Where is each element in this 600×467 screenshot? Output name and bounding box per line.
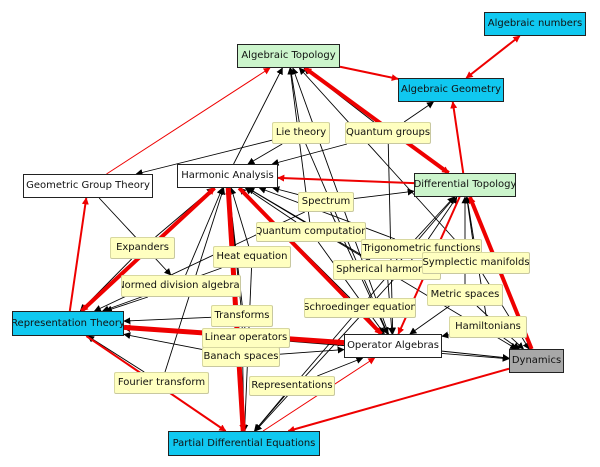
node-label: Quantum computation: [256, 226, 366, 237]
node-algebraic-geometry[interactable]: Algebraic Geometry: [398, 78, 504, 102]
node-label: Representations: [251, 380, 333, 391]
edge-symplectic-manifolds-to-algebraic-topology: [298, 67, 467, 253]
edge-representations-to-operator-algebras: [317, 357, 364, 377]
edge-transforms-to-representation-theory: [123, 316, 212, 325]
edge-heat-equation-to-harmonic-analysis: [229, 187, 250, 247]
edge-normed-division-algebras-to-representation-theory: [105, 296, 148, 313]
edge-banach-spaces-to-representation-theory: [123, 332, 203, 350]
node-label: Algebraic numbers: [487, 18, 583, 29]
node-expanders[interactable]: Expanders: [110, 237, 175, 259]
node-label: Harmonic Analysis: [181, 170, 274, 181]
node-algebraic-topology[interactable]: Algebraic Topology: [237, 44, 340, 68]
node-label: Partial Differential Equations: [172, 437, 316, 449]
edge-lie-theory-to-algebraic-topology: [288, 67, 300, 123]
edge-normed-division-algebras-to-harmonic-analysis: [185, 187, 224, 276]
edge-spectrum-to-differential-topology: [353, 188, 415, 200]
node-differential-topology[interactable]: Differential Topology: [414, 173, 516, 197]
node-label: Banach spaces: [203, 351, 279, 362]
node-label: Algebraic Geometry: [400, 84, 502, 95]
edge-banach-spaces-to-operator-algebras: [279, 346, 345, 355]
node-banach-spaces[interactable]: Banach spaces: [202, 347, 280, 367]
node-label: Operator Algebras: [347, 340, 439, 351]
node-dynamics[interactable]: Dynamics: [509, 349, 564, 373]
edge-quantum-groups-to-algebraic-geometry: [403, 101, 434, 123]
edge-metric-spaces-to-operator-algebras: [409, 305, 450, 335]
node-label: Normed division algebras: [121, 280, 241, 291]
edge-quantum-computation-to-operator-algebras: [317, 241, 385, 335]
edge-differential-topology-to-algebraic-geometry: [450, 101, 465, 174]
edge-quantum-groups-to-harmonic-analysis: [271, 143, 348, 166]
node-label: Differential Topology: [414, 179, 516, 190]
node-label: Dynamics: [511, 355, 562, 366]
edge-algebraic-topology-to-differential-topology: [304, 67, 450, 174]
node-geometric-group-theory[interactable]: Geometric Group Theory: [23, 174, 153, 198]
edge-fourier-transform-to-representation-theory: [87, 335, 145, 373]
node-heat-equation[interactable]: Heat equation: [213, 246, 291, 268]
node-label: Geometric Group Theory: [26, 180, 150, 191]
node-label: Lie theory: [275, 127, 327, 138]
node-normed-division-algebras[interactable]: Normed division algebras: [121, 275, 241, 297]
edge-lie-theory-to-geometric-group-theory: [135, 139, 273, 176]
node-label: Expanders: [116, 242, 169, 253]
edge-lie-theory-to-harmonic-analysis: [247, 143, 283, 165]
edge-spectrum-to-harmonic-analysis: [272, 186, 299, 196]
node-metric-spaces[interactable]: Metric spaces: [427, 284, 503, 306]
edge-algebraic-numbers-to-algebraic-geometry: [465, 35, 521, 79]
node-label: Heat equation: [216, 251, 288, 262]
node-label: Spherical harmonics: [336, 264, 438, 275]
edge-algebraic-topology-to-algebraic-geometry: [339, 65, 399, 82]
node-label: Linear operators: [204, 332, 288, 343]
node-label: Trigonometric functions: [362, 243, 481, 254]
node-quantum-computation[interactable]: Quantum computation: [256, 222, 366, 242]
node-harmonic-analysis[interactable]: Harmonic Analysis: [177, 164, 278, 188]
node-label: Representation Theory: [12, 317, 124, 329]
node-spectrum[interactable]: Spectrum: [298, 192, 354, 212]
edge-representation-theory-to-geometric-group-theory: [68, 197, 89, 312]
edge-geometric-group-theory-to-algebraic-topology: [106, 67, 271, 175]
edge-trigonometric-functions-to-harmonic-analysis: [258, 186, 396, 240]
node-quantum-groups[interactable]: Quantum groups: [345, 122, 431, 144]
node-lie-theory[interactable]: Lie theory: [272, 122, 330, 144]
edge-operator-algebras-to-dynamics: [441, 350, 510, 361]
node-operator-algebras[interactable]: Operator Algebras: [344, 334, 442, 358]
node-label: Metric spaces: [430, 289, 500, 300]
node-label: Schroedinger equation: [304, 302, 416, 313]
edge-representations-to-partial-differential-equations: [253, 395, 284, 432]
edge-trigonometric-functions-to-differential-topology: [427, 196, 458, 240]
edge-schroedinger-equation-to-partial-differential-equations: [254, 317, 352, 432]
node-label: Transforms: [214, 310, 270, 321]
node-label: Algebraic Topology: [241, 50, 336, 61]
node-partial-differential-equations[interactable]: Partial Differential Equations: [168, 431, 320, 456]
edge-harmonic-analysis-to-algebraic-topology: [233, 67, 283, 165]
node-label: Hamiltonians: [455, 321, 521, 332]
node-representation-theory[interactable]: Representation Theory: [12, 311, 124, 336]
node-transforms[interactable]: Transforms: [211, 305, 273, 327]
node-representations[interactable]: Representations: [249, 376, 335, 396]
node-schroedinger-equation[interactable]: Schroedinger equation: [304, 298, 416, 318]
node-label: Quantum groups: [345, 127, 431, 138]
node-symplectic-manifolds[interactable]: Symplectic manifolds: [422, 252, 530, 274]
edge-dynamics-to-partial-differential-equations: [287, 367, 510, 433]
node-label: Fourier transform: [117, 377, 206, 388]
node-label: Symplectic manifolds: [422, 257, 530, 268]
edge-differential-topology-to-harmonic-analysis: [277, 174, 415, 185]
node-fourier-transform[interactable]: Fourier transform: [114, 372, 209, 394]
node-linear-operators[interactable]: Linear operators: [202, 328, 290, 348]
edge-hamiltonians-to-operator-algebras: [441, 331, 450, 339]
edge-geometric-group-theory-to-normed-division-algebras: [98, 197, 172, 276]
node-hamiltonians[interactable]: Hamiltonians: [449, 316, 527, 338]
node-algebraic-numbers[interactable]: Algebraic numbers: [484, 12, 586, 36]
node-label: Spectrum: [301, 196, 351, 207]
